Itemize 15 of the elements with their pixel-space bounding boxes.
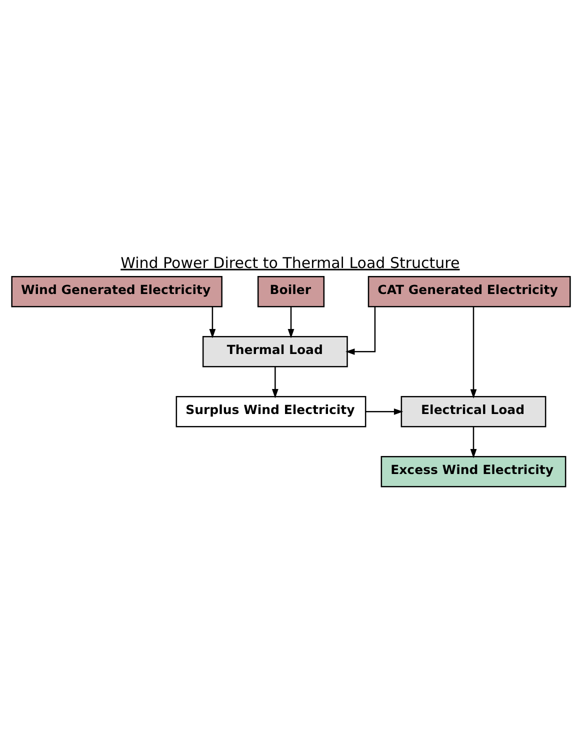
node-box: Excess Wind Electricity	[380, 456, 566, 487]
arrow	[346, 306, 376, 354]
node-box: Boiler	[257, 276, 325, 307]
node-box: Surplus Wind Electricity	[176, 396, 366, 427]
node-box: Electrical Load	[400, 396, 546, 427]
arrow	[272, 366, 278, 398]
node-box: CAT Generated Electricity	[368, 276, 571, 307]
arrow	[470, 306, 477, 398]
node-box: Thermal Load	[202, 336, 348, 367]
node-box: Wind Generated Electricity	[11, 276, 222, 307]
arrow	[366, 408, 404, 414]
diagram-title: Wind Power Direct to Thermal Load Structure	[120, 253, 460, 272]
arrow	[288, 306, 294, 338]
arrow	[209, 306, 216, 338]
arrow	[470, 426, 477, 458]
